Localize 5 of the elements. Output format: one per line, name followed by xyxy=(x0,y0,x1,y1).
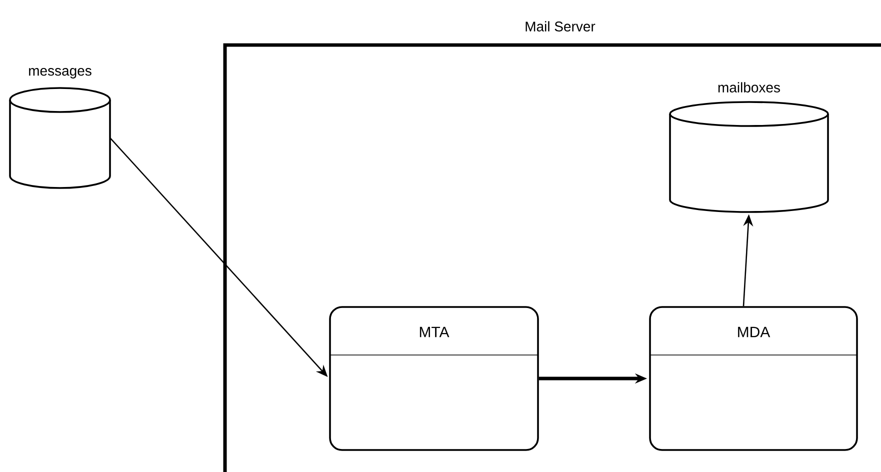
frame-title: Mail Server xyxy=(526,21,596,32)
cylinder-label: mailboxes xyxy=(718,82,780,92)
cylinder-label: messages xyxy=(29,68,92,78)
process-box: MTA xyxy=(329,306,539,451)
process-box: MDA xyxy=(649,306,858,451)
